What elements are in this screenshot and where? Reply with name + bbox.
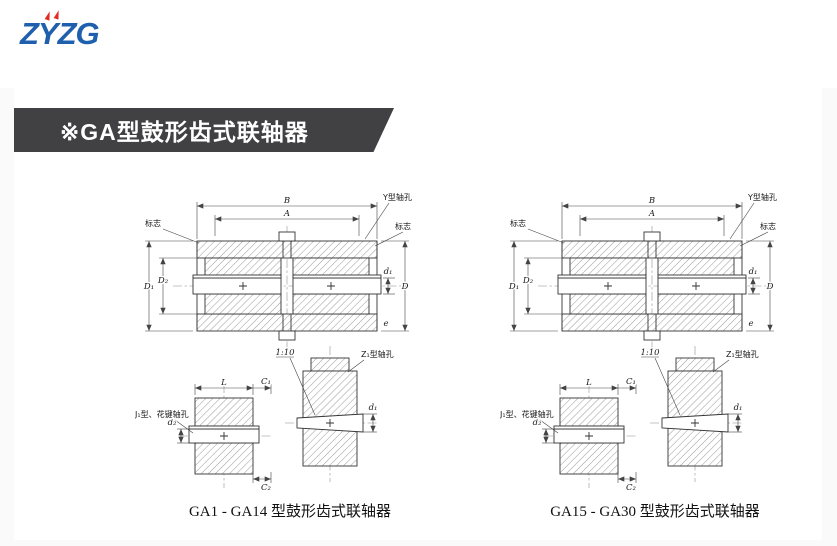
label-mark-right: 标志 [395, 221, 411, 231]
dim-label-L: L [220, 378, 227, 388]
label-taper-ratio: 1:10 [275, 348, 295, 358]
figure-ga1-ga14: B A Y型轴孔 标志 标志 D₁ D₂ d₁ D e [135, 186, 445, 521]
dimension-lines [641, 356, 742, 433]
dim-label-D: D [401, 282, 409, 292]
dim-label-d2: d₂ [533, 418, 542, 428]
label-taper-ratio: 1:10 [640, 348, 660, 358]
dim-label-L: L [585, 378, 592, 388]
dimension-lines [539, 384, 637, 483]
dim-label-A: A [283, 209, 290, 219]
label-mark-left: 标志 [510, 218, 526, 228]
dimension-lines [145, 202, 409, 332]
coupling-technical-drawing: B A Y型轴孔 标志 标志 D₁ D₂ d₁ D e [135, 191, 413, 494]
figure-caption: GA15 - GA30 型鼓形齿式联轴器 [550, 504, 760, 520]
dim-label-D1: D₁ [508, 282, 519, 292]
dimension-labels: 1:10 Z₁型轴孔 d₁ [639, 347, 760, 414]
dimension-lines [174, 384, 272, 483]
z1-section-view: 1:10 Z₁型轴孔 d₁ [274, 346, 395, 482]
figures-row: B A Y型轴孔 标志 标志 D₁ D₂ d₁ D e [135, 186, 810, 521]
dim-label-A: A [648, 209, 655, 219]
section-banner: ※GA型鼓形齿式联轴器 [14, 108, 394, 152]
z1-section-view: 1:10 Z₁型轴孔 d₁ [639, 346, 760, 482]
dimension-labels: L C₁ C₂ d₂ J₁型、花键轴孔 [135, 376, 273, 494]
coupling-technical-drawing: B A Y型轴孔 标志 标志 D₁ D₂ d₁ D e [500, 191, 778, 494]
label-y-bore: Y型轴孔 [747, 192, 777, 202]
dim-label-d1-taper: d₁ [734, 403, 743, 413]
content-card: ※GA型鼓形齿式联轴器 [14, 88, 822, 540]
label-j1-bore: J₁型、花键轴孔 [135, 409, 189, 419]
brand-logo[interactable]: ZYZG [20, 16, 100, 52]
dim-label-D2: D₂ [522, 276, 534, 286]
dim-label-D1: D₁ [143, 282, 154, 292]
label-mark-left: 标志 [145, 218, 161, 228]
coupling-body-geometry [192, 231, 382, 341]
figure-caption: GA1 - GA14 型鼓形齿式联轴器 [188, 504, 392, 520]
label-j1-bore: J₁型、花键轴孔 [500, 409, 554, 419]
coupling-body-geometry [557, 231, 747, 341]
dimension-lines [276, 356, 377, 433]
dimension-labels: 1:10 Z₁型轴孔 d₁ [274, 347, 395, 414]
dim-label-d2: d₂ [168, 418, 177, 428]
dim-label-d1-taper: d₁ [369, 403, 378, 413]
main-section-view: B A Y型轴孔 标志 标志 D₁ D₂ d₁ D e [142, 191, 413, 348]
dim-label-C2: C₂ [626, 483, 637, 493]
dim-label-e: e [383, 319, 388, 329]
dimension-labels: L C₁ C₂ d₂ J₁型、花键轴孔 [500, 376, 638, 494]
label-z1-bore: Z₁型轴孔 [361, 349, 394, 359]
dim-label-C1: C₁ [626, 377, 636, 387]
dim-label-C1: C₁ [261, 377, 271, 387]
dim-label-d1: d₁ [384, 267, 393, 277]
dim-label-C2: C₂ [261, 483, 272, 493]
label-mark-right: 标志 [760, 221, 776, 231]
logo-text-zy: ZY [20, 16, 59, 51]
dimension-labels: B A Y型轴孔 标志 标志 D₁ D₂ d₁ D e [142, 191, 413, 330]
logo-text-zg: ZG [57, 16, 100, 51]
dim-label-e: e [748, 319, 753, 329]
j1-section-view: L C₁ C₂ d₂ J₁型、花键轴孔 [135, 376, 273, 494]
dim-label-B: B [648, 196, 655, 206]
label-y-bore: Y型轴孔 [382, 192, 412, 202]
dim-label-D: D [766, 282, 774, 292]
dim-label-D2: D₂ [157, 276, 169, 286]
dim-label-B: B [283, 196, 290, 206]
page-title: ※GA型鼓形齿式联轴器 [60, 119, 309, 145]
site-header: ZYZG [0, 0, 837, 88]
dimension-labels: B A Y型轴孔 标志 标志 D₁ D₂ d₁ D e [507, 191, 778, 330]
dim-label-d1: d₁ [749, 267, 758, 277]
j1-section-view: L C₁ C₂ d₂ J₁型、花键轴孔 [500, 376, 638, 494]
dimension-lines [510, 202, 774, 332]
main-section-view: B A Y型轴孔 标志 标志 D₁ D₂ d₁ D e [507, 191, 778, 348]
label-z1-bore: Z₁型轴孔 [726, 349, 759, 359]
figure-ga15-ga30: B A Y型轴孔 标志 标志 D₁ D₂ d₁ D e [500, 186, 810, 521]
